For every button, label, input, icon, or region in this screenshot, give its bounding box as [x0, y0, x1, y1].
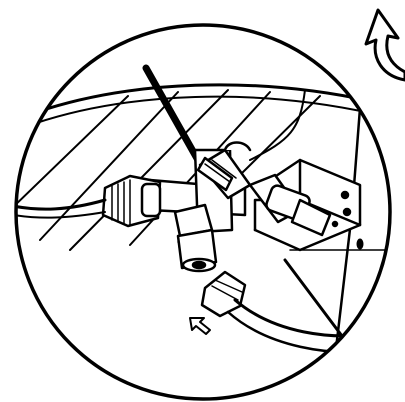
left-connector [101, 174, 162, 228]
diagonal-strut [283, 258, 347, 342]
left-cable-edge [16, 211, 106, 219]
left-cable [16, 198, 107, 211]
panel-edge-upper [18, 83, 390, 120]
direction-pointer-arrow-icon [189, 317, 211, 335]
hose-nut [200, 270, 247, 318]
hose-cut [376, 317, 383, 347]
panel-hole [396, 247, 400, 257]
upper-fitting [196, 141, 252, 200]
bracket-fitting [248, 173, 332, 237]
detail-scene [16, 64, 400, 399]
panel-hole [356, 238, 364, 250]
panel-edge-lower [21, 95, 390, 129]
lower-nipple [173, 203, 218, 273]
sensor-wire [249, 89, 306, 161]
curved-rotation-arrow-icon [364, 8, 405, 82]
